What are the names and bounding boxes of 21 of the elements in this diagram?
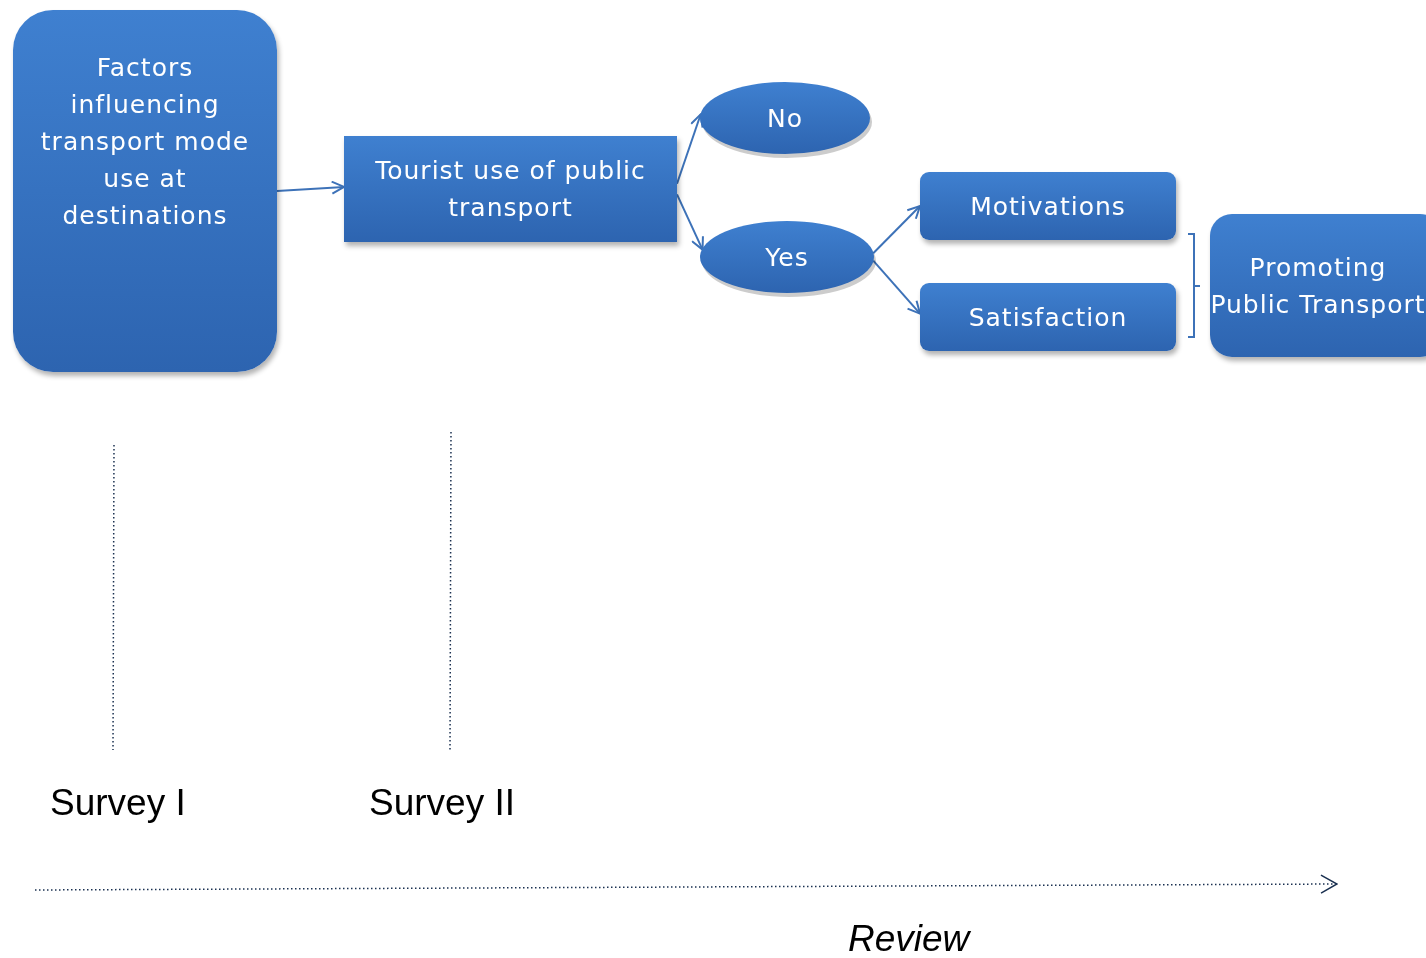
node-text: Motivations [969,190,1127,223]
node-text: Yes [764,241,810,274]
node-text: Tourist use of public transport [374,155,647,224]
node-text: No [766,102,804,135]
label-text: Review [848,918,970,958]
arrow [676,193,704,251]
label-text: Survey II [369,782,515,824]
node-text: Factors influencing transport mode use at destinations [39,51,251,232]
decision-ellipse [699,81,871,155]
arrow [872,259,921,315]
process-box [920,283,1176,351]
node-text: Promoting Public Transport [1210,251,1426,321]
process-box [13,10,277,372]
arrow [872,205,921,255]
process-box [1210,214,1426,357]
arrow [276,180,345,195]
label-text: Survey I [50,782,186,824]
node-text: Satisfaction [967,301,1129,334]
process-box [920,172,1176,240]
decision-ellipse [699,220,875,294]
process-box [344,136,677,242]
